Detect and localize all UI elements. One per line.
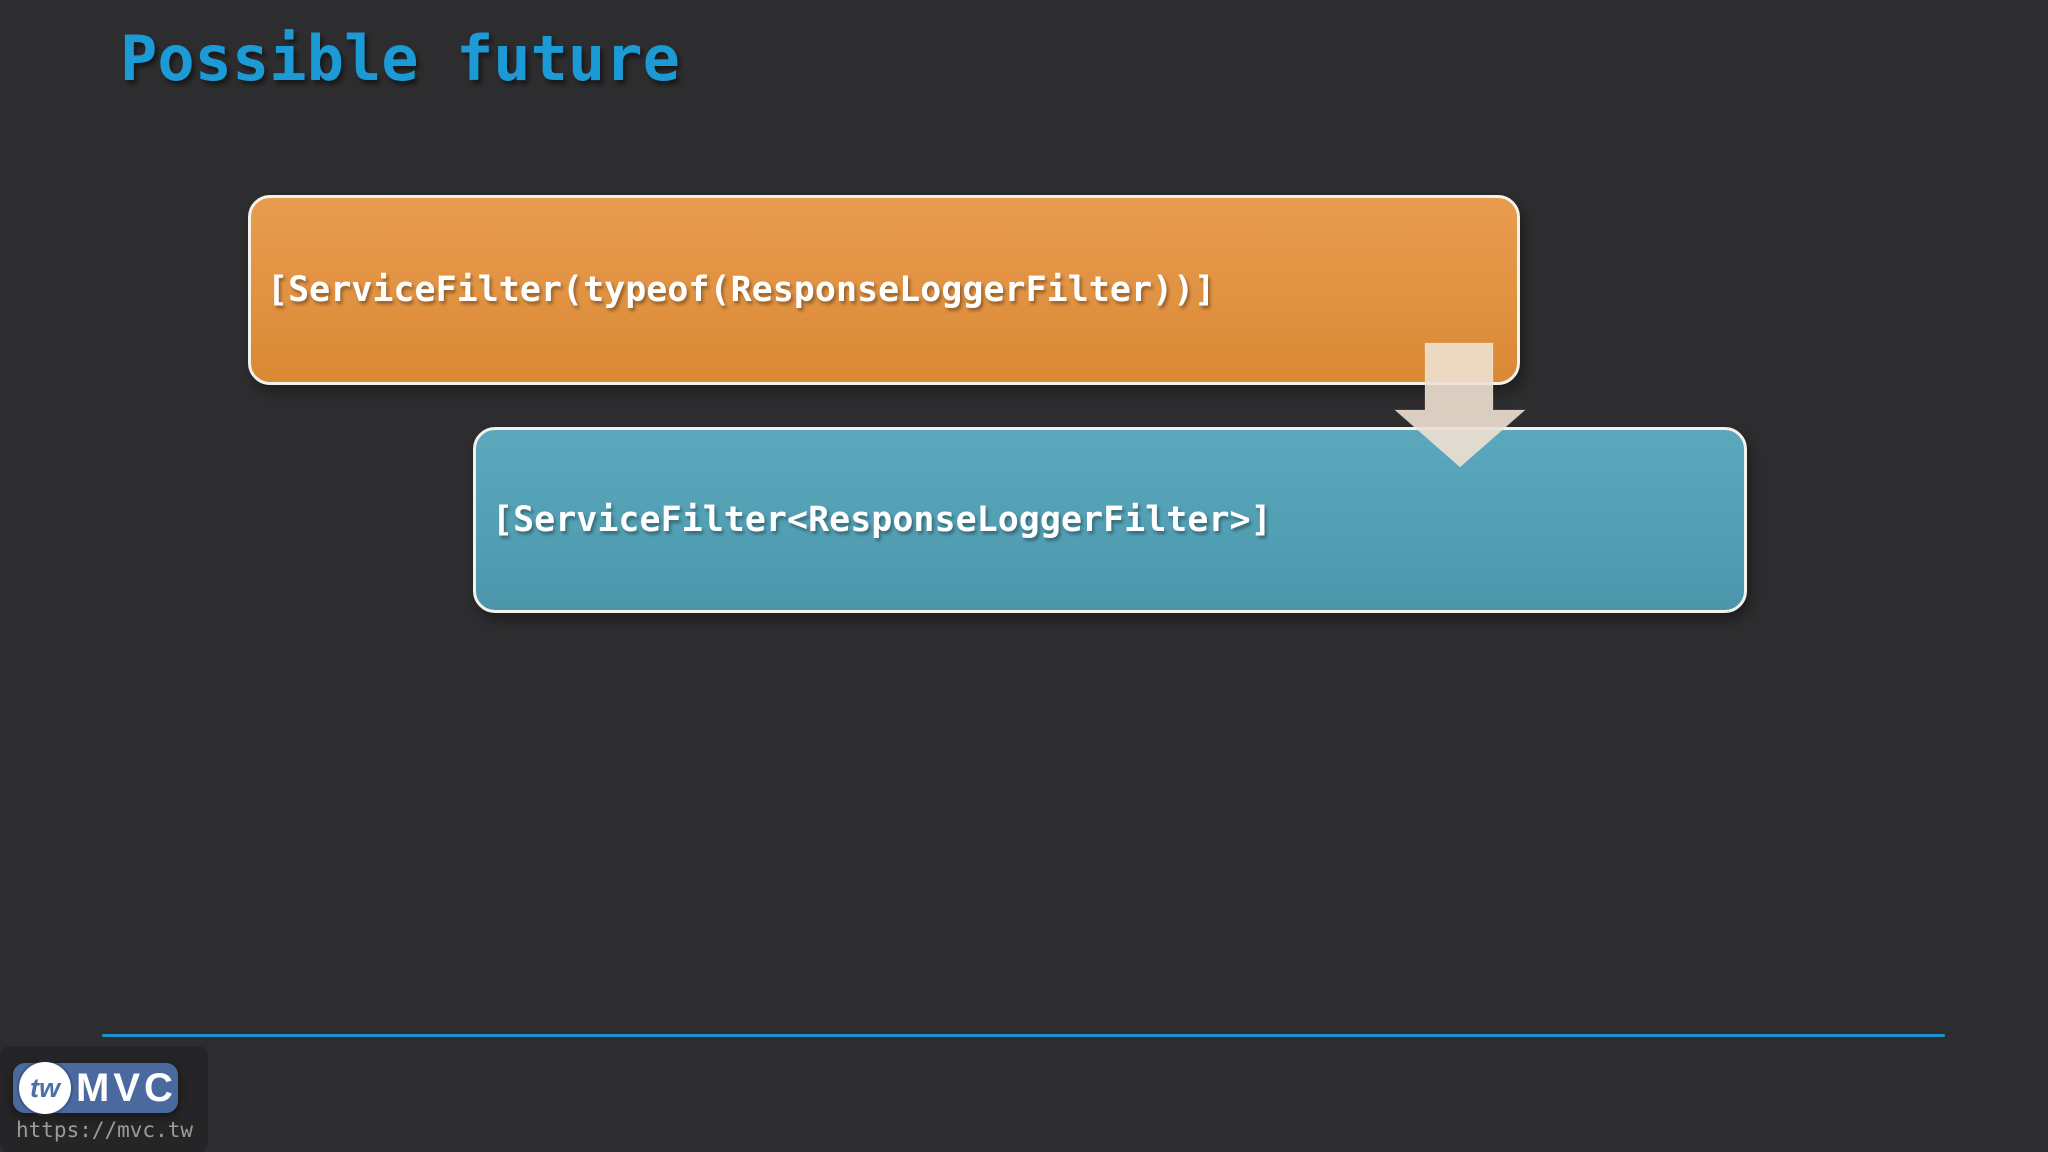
attribute-box-typeof-code: [ServiceFilter(typeof(ResponseLoggerFilt… [267, 270, 1216, 310]
page-title: Possible future [120, 22, 680, 95]
attribute-box-typeof: [ServiceFilter(typeof(ResponseLoggerFilt… [248, 195, 1520, 385]
attribute-box-generic: [ServiceFilter<ResponseLoggerFilter>] [473, 427, 1747, 613]
logo-mvc-label: MVC [76, 1065, 177, 1110]
site-url: https://mvc.tw [16, 1118, 194, 1142]
logo-mvc-text: MVC [76, 1063, 177, 1113]
logo-tw-circle: tw [19, 1062, 71, 1114]
attribute-box-generic-code: [ServiceFilter<ResponseLoggerFilter>] [492, 500, 1272, 540]
logo-tw-text: tw [30, 1072, 60, 1103]
down-arrow-icon [1393, 342, 1527, 468]
footer-divider [102, 1034, 1945, 1037]
